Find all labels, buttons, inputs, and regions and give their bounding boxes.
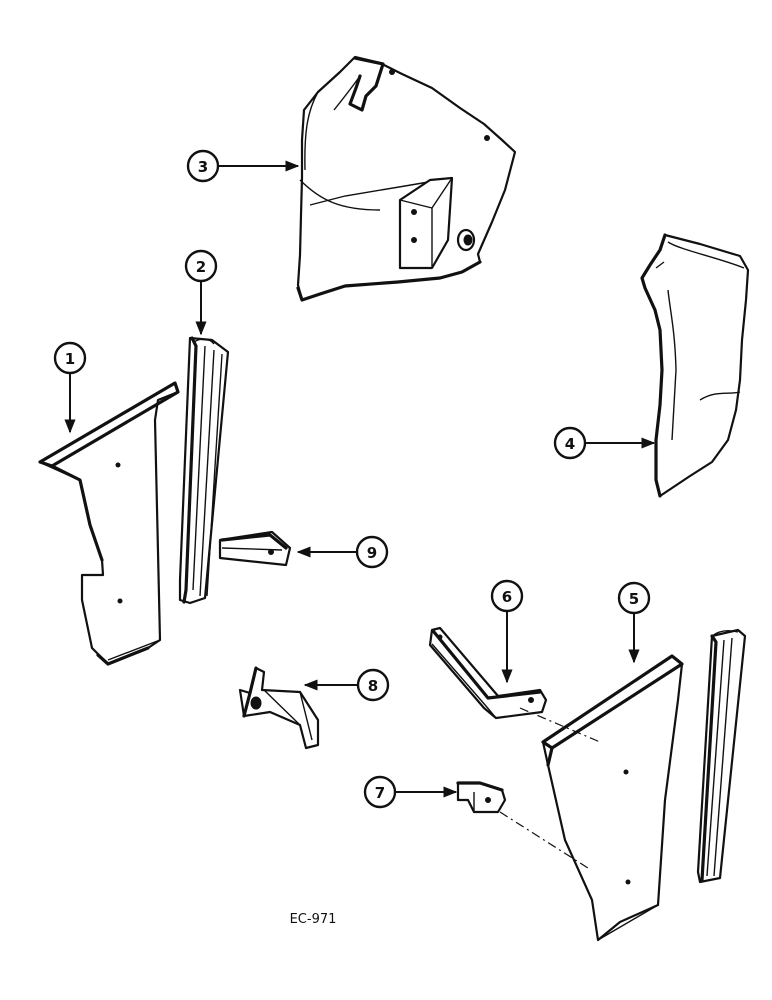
figure-code: EC-971	[290, 912, 337, 927]
callout-9: 9	[355, 535, 389, 569]
part-4-side-shroud	[640, 233, 750, 498]
part-8-bracket	[238, 666, 320, 750]
callout-6-label: 6	[502, 588, 512, 606]
assembly-line-7-to-5	[499, 811, 589, 869]
callout-4: 4	[553, 426, 587, 460]
part-6-bracket	[428, 626, 548, 720]
callout-8: 8	[356, 668, 390, 702]
part-5-seal-strip	[696, 628, 747, 884]
callout-7-label: 7	[375, 784, 385, 802]
callout-6: 6	[490, 579, 524, 613]
part-1-side-panel	[38, 381, 180, 666]
callout-3-label: 3	[198, 158, 208, 176]
callout-1: 1	[53, 341, 87, 375]
callout-4-label: 4	[565, 435, 575, 453]
callout-5: 5	[617, 581, 651, 615]
part-3-shroud-panel	[296, 55, 517, 302]
part-2-seal-strip	[178, 336, 230, 605]
callout-1-label: 1	[65, 350, 75, 368]
assembly-line-6-to-5	[519, 707, 601, 743]
callout-9-label: 9	[367, 544, 377, 562]
callout-7: 7	[363, 775, 397, 809]
callout-2: 2	[184, 249, 218, 283]
callout-8-label: 8	[368, 677, 378, 695]
callout-2-label: 2	[196, 258, 206, 276]
part-7-clip	[456, 781, 507, 814]
callout-3: 3	[186, 149, 220, 183]
part-9-bracket	[218, 530, 292, 567]
part-5-side-panel	[541, 654, 684, 942]
callout-5-label: 5	[629, 590, 639, 608]
